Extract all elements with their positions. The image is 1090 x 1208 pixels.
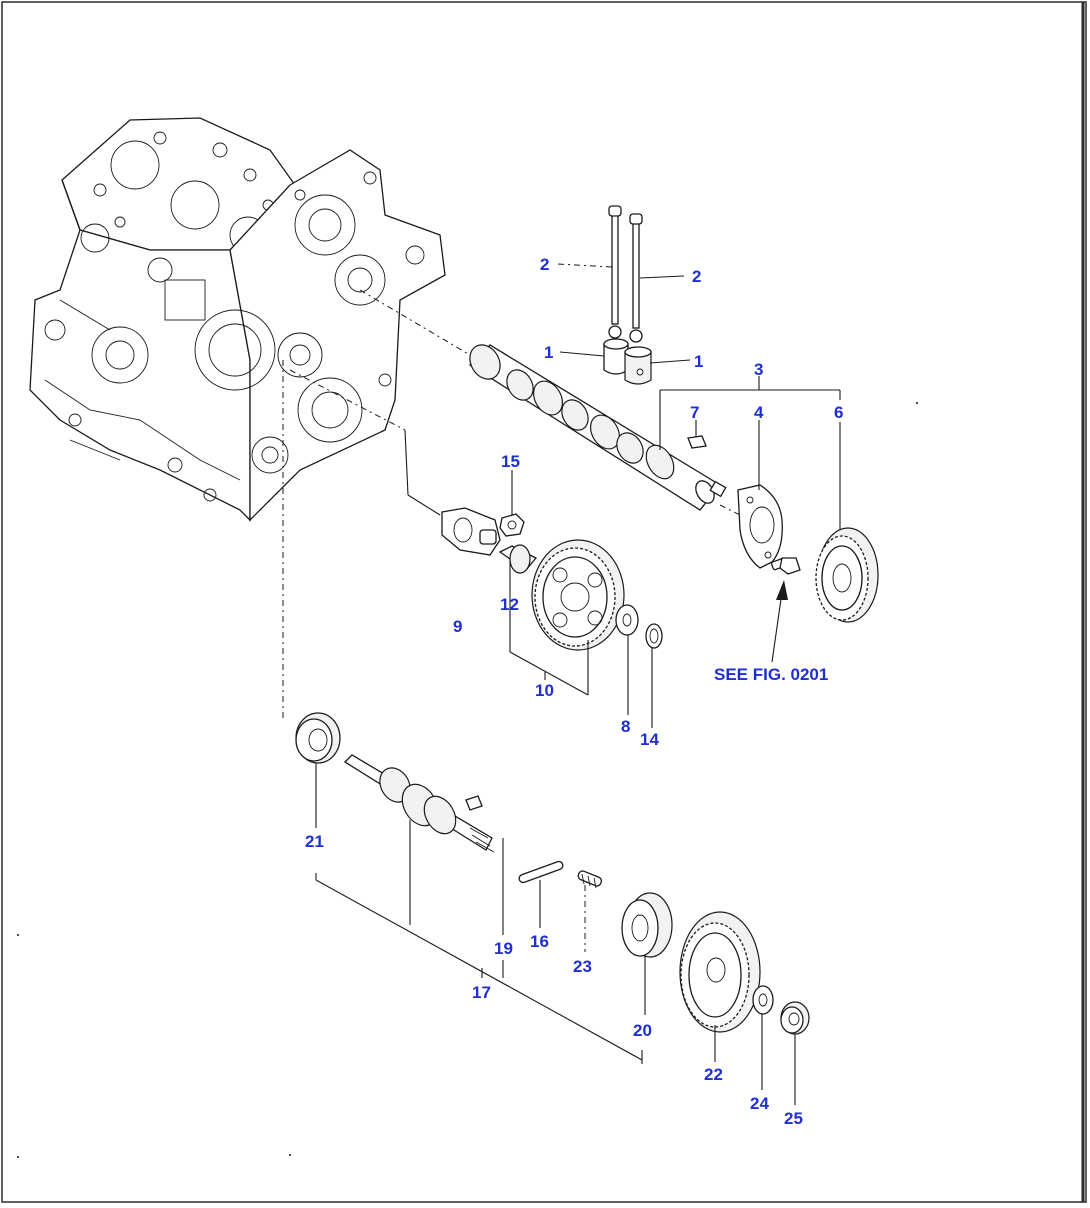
callout-12: 12 (500, 595, 519, 614)
camshaft (468, 344, 727, 511)
push-rods (608, 205, 643, 343)
callout-2: 2 (540, 255, 549, 274)
callout-19: 19 (494, 939, 513, 958)
see-figure-reference[interactable]: SEE FIG. 0201 (714, 665, 828, 684)
callout-21: 21 (305, 832, 324, 851)
bolt (770, 557, 801, 575)
stray-mark (17, 1156, 19, 1158)
stray-mark (289, 1154, 291, 1156)
callout-1: 1 (544, 343, 553, 362)
callout-1: 1 (694, 352, 703, 371)
gear-nut (780, 1001, 810, 1035)
bearing-left (295, 712, 341, 764)
callout-20: 20 (633, 1021, 652, 1040)
idler-bushing (498, 544, 538, 574)
reference-arrow (776, 580, 788, 600)
callout-17: 17 (472, 983, 491, 1002)
key (687, 435, 707, 449)
spring-pin (577, 870, 603, 889)
idler-bolt (499, 513, 525, 537)
callout-24: 24 (750, 1094, 769, 1113)
snap-ring (645, 623, 663, 649)
idler-shaft-housing (441, 507, 501, 556)
gear-washer (752, 985, 774, 1015)
pin (518, 860, 564, 884)
callout-10: 10 (535, 681, 554, 700)
stray-mark (916, 402, 918, 404)
callout-16: 16 (530, 932, 549, 951)
bearing-right (621, 892, 673, 958)
tappets (603, 338, 652, 385)
thrust-plate (737, 484, 783, 569)
callout-25: 25 (784, 1109, 803, 1128)
leader-lines (315, 263, 841, 1105)
callout-23: 23 (573, 957, 592, 976)
stray-mark (17, 934, 19, 936)
callout-3: 3 (754, 360, 763, 379)
drive-gear (679, 911, 761, 1033)
callout-2: 2 (692, 267, 701, 286)
callout-8: 8 (621, 717, 630, 736)
callout-7: 7 (690, 403, 699, 422)
thrust-washer (615, 604, 639, 636)
camshaft-gear (815, 527, 879, 623)
shaft (343, 754, 495, 853)
callout-15: 15 (501, 452, 520, 471)
engine-block (29, 117, 446, 522)
callout-6: 6 (834, 403, 843, 422)
callout-22: 22 (704, 1065, 723, 1084)
callout-labels: 2 2 1 1 3 7 4 6 15 12 9 10 8 14 21 16 23… (305, 255, 843, 1128)
callout-4: 4 (754, 403, 764, 422)
callout-14: 14 (640, 730, 659, 749)
idler-gear (531, 539, 625, 651)
callout-9: 9 (453, 617, 462, 636)
